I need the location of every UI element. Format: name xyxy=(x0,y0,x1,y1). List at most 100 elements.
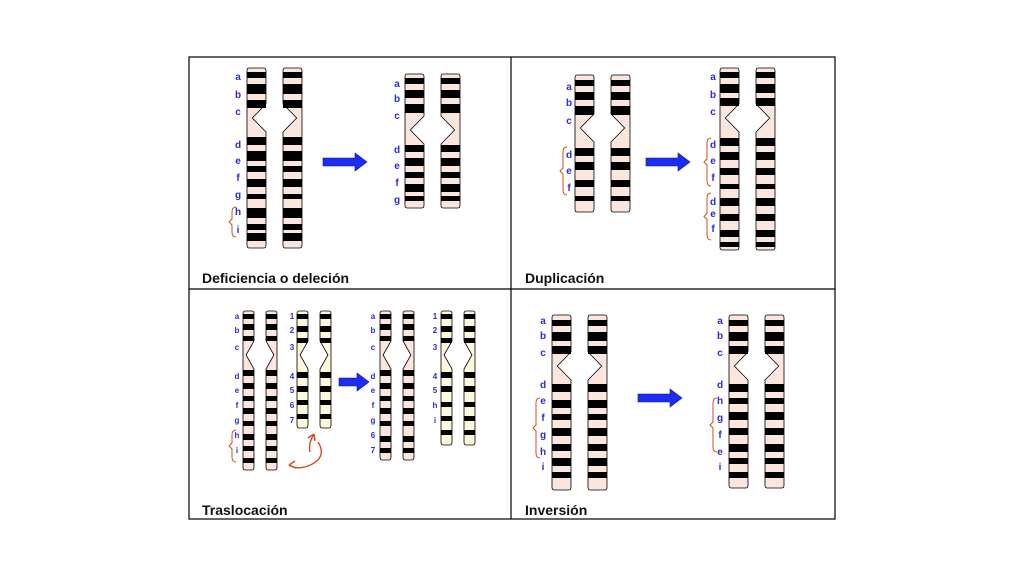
translocation-swap-arrow xyxy=(288,441,322,469)
segment-label: 2 xyxy=(433,326,438,335)
chromosome-band xyxy=(765,412,784,420)
chromosome-band xyxy=(441,172,460,178)
translocation-swap-arrowhead-up xyxy=(307,433,316,442)
segment-label: 4 xyxy=(433,372,438,381)
chromosome-band xyxy=(441,402,452,407)
chromosome-band xyxy=(243,314,254,319)
chromosome-band xyxy=(588,400,607,408)
chromosome-band xyxy=(243,421,254,426)
segment-label: a xyxy=(394,79,400,90)
chromosome-band xyxy=(464,372,475,378)
segment-label: d xyxy=(371,372,376,381)
segment-label: c xyxy=(394,111,400,122)
chromosome-band xyxy=(441,158,460,166)
chromosome-band xyxy=(403,436,414,442)
segment-label: d xyxy=(394,145,400,156)
chromosome-band xyxy=(441,430,452,435)
chromosomes-layer xyxy=(242,67,785,491)
chromosome-band xyxy=(441,184,460,192)
chromosome-band xyxy=(283,84,302,94)
chromosome-band xyxy=(247,137,266,145)
chromosome-band xyxy=(464,430,475,435)
chromosome-band xyxy=(441,90,460,98)
chromosome-band xyxy=(441,372,452,378)
chromatid-outline xyxy=(265,310,278,471)
segment-label: 7 xyxy=(290,416,295,425)
panel-title-deletion: Deficiencia o deleción xyxy=(202,270,350,286)
chromosome-band xyxy=(441,104,460,113)
segment-label: b xyxy=(710,90,716,101)
segment-label: e xyxy=(540,396,546,407)
chromosome-band xyxy=(756,198,775,206)
chromosome-band xyxy=(720,168,739,175)
chromosome-band xyxy=(756,72,775,78)
chromosome-band xyxy=(588,320,607,326)
chromosome-band xyxy=(464,326,475,332)
segment-label: g xyxy=(717,413,723,424)
chromosome-band xyxy=(320,326,331,332)
chromosome-band xyxy=(588,472,607,478)
chromosome-band xyxy=(247,233,266,241)
segment-label: b xyxy=(566,98,572,109)
segment-label: d xyxy=(566,150,572,161)
chromosome-band xyxy=(611,196,630,201)
segment-label: b xyxy=(371,326,376,335)
chromosome-band xyxy=(552,400,571,408)
chromosome-band xyxy=(247,100,266,108)
segment-label: h xyxy=(717,396,723,407)
chromosome-band xyxy=(611,180,630,187)
chromosome-band xyxy=(243,458,254,463)
segment-label: a xyxy=(710,72,716,83)
segment-label: 3 xyxy=(290,343,295,352)
chromosome-band xyxy=(720,230,739,237)
segment-label: 7 xyxy=(371,446,376,455)
chromosome-band xyxy=(405,145,424,152)
chromosome-band xyxy=(320,414,331,419)
chromosome-band xyxy=(765,428,784,435)
chromosome-band xyxy=(403,448,414,453)
segment-label: b xyxy=(394,94,400,105)
chromosome-band xyxy=(441,326,452,332)
chromosome-band xyxy=(243,396,254,401)
segment-label: e xyxy=(235,386,240,395)
chromosome-band xyxy=(575,106,594,115)
segment-label: e xyxy=(717,447,723,458)
chromosome-band xyxy=(611,162,630,170)
chromosome-band xyxy=(441,314,452,319)
chromosome-band xyxy=(403,383,414,389)
chromosome-band xyxy=(720,72,739,78)
chromosome-band xyxy=(247,208,266,218)
chromosome-band xyxy=(283,224,302,230)
chromosome-band xyxy=(403,408,414,414)
chromosome-band xyxy=(283,137,302,145)
chromosome-band xyxy=(611,148,630,156)
chromosome-band xyxy=(552,414,571,420)
chromosome-band xyxy=(403,396,414,401)
chromosome-band xyxy=(403,370,414,376)
segment-label: 1 xyxy=(433,312,438,321)
translocation-swap-arrow-return xyxy=(308,433,315,453)
chromatid-outline xyxy=(242,310,255,471)
chromosome-band xyxy=(380,383,391,389)
segment-label: a xyxy=(717,316,723,327)
segment-label: e xyxy=(371,386,376,395)
chromosome-band xyxy=(729,398,748,404)
chromosome-band xyxy=(266,314,277,319)
translocation-swap-arrowhead-left xyxy=(288,460,297,469)
segment-label: f xyxy=(718,430,722,441)
chromosome-band xyxy=(441,338,452,343)
chromosome-deletion-after xyxy=(404,73,461,209)
chromosome-band xyxy=(380,448,391,453)
chromosome-band xyxy=(552,472,571,478)
chromosome-band xyxy=(297,314,308,319)
chromosome-band xyxy=(247,179,266,187)
chromosome-band xyxy=(247,151,266,161)
bracket-duplication-a xyxy=(703,137,712,187)
chromosome-band xyxy=(729,384,748,392)
chromosome-band xyxy=(380,436,391,442)
chromosome-band xyxy=(380,324,391,330)
